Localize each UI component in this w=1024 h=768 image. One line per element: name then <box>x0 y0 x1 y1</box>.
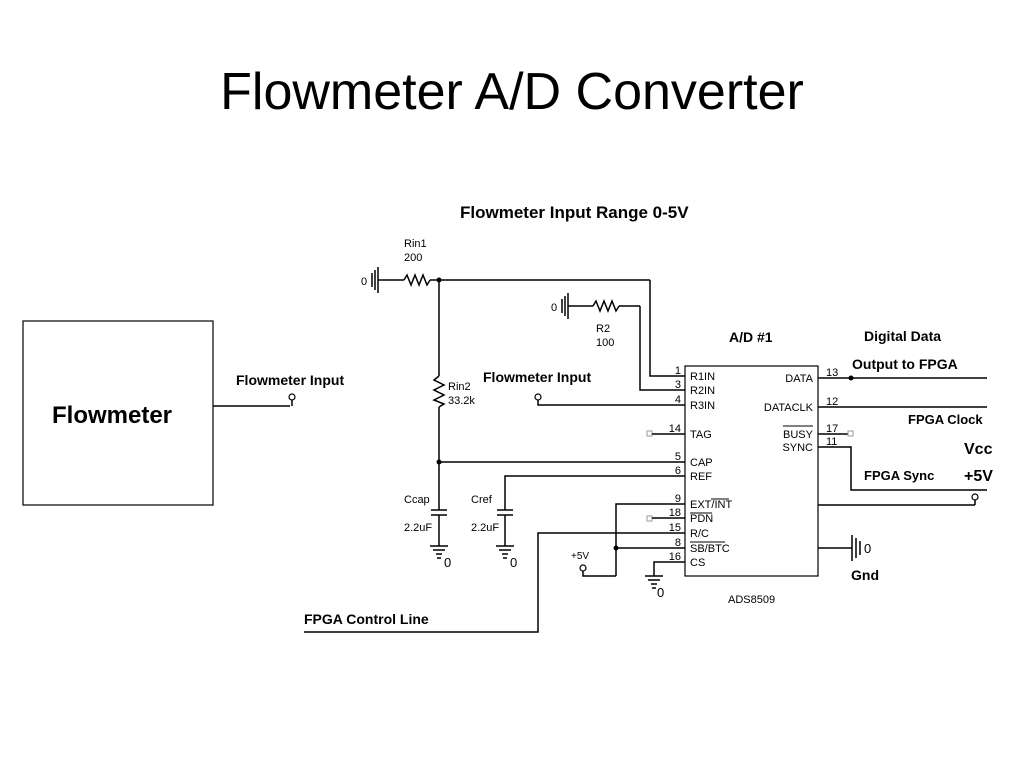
digital-data-label-1: Digital Data <box>864 328 941 344</box>
ccap-ground-label: 0 <box>444 555 451 570</box>
gnd-ground-icon <box>851 535 861 561</box>
adc-pin-number: 5 <box>675 451 681 463</box>
rin1-name: Rin1 <box>404 238 427 250</box>
adc-pin-number: 16 <box>669 551 681 563</box>
small-plus5v-terminal <box>579 564 587 572</box>
cref-ground-icon <box>496 545 514 559</box>
slide-title: Flowmeter A/D Converter <box>220 63 804 121</box>
flowmeter-input-label-mid: Flowmeter Input <box>483 369 591 385</box>
tag-open-terminal <box>646 430 653 437</box>
fpga-sync-label: FPGA Sync <box>864 468 934 483</box>
adc-pin-number: 14 <box>669 423 681 435</box>
adc-pin-name: SYNC <box>782 442 813 454</box>
adc-pin-number: 18 <box>669 507 681 519</box>
ccap-ground-icon <box>430 545 448 559</box>
r2-ground-label: 0 <box>551 302 557 314</box>
adc-pin-number: 6 <box>675 465 681 477</box>
adc-pin-name: PDN <box>690 513 713 525</box>
digital-data-label-2: Output to FPGA <box>852 356 958 372</box>
adc-pin-name: R3IN <box>690 400 715 412</box>
adc-pin-name: BUSY <box>783 429 814 441</box>
adc-pin-name: R/C <box>690 528 709 540</box>
ic-part-number: ADS8509 <box>728 594 775 606</box>
cref-value: 2.2uF <box>471 522 499 534</box>
fpga-clock-label: FPGA Clock <box>908 412 983 427</box>
adc-pin-name: CAP <box>690 457 713 469</box>
cs-ground-icon <box>645 575 663 589</box>
rin1-ground-icon <box>371 267 379 293</box>
adc-pin-name: CS <box>690 557 705 569</box>
adc-pin-number: 1 <box>675 365 681 377</box>
small-plus5v-label: +5V <box>571 551 589 562</box>
cref-ground-label: 0 <box>510 555 517 570</box>
plus5v-terminal <box>971 493 979 501</box>
ic-title: A/D #1 <box>729 329 773 345</box>
adc-pin-number: 8 <box>675 537 681 549</box>
r2-resistor <box>592 298 620 314</box>
flowmeter-input-label-left: Flowmeter Input <box>236 372 344 388</box>
adc-chip-body <box>684 365 819 577</box>
rin1-resistor <box>403 272 431 288</box>
adc-pin-name: EXT/INT <box>690 499 732 511</box>
gnd-label: Gnd <box>851 567 879 583</box>
adc-pin-name: R1IN <box>690 371 715 383</box>
rin1-value: 200 <box>404 252 422 264</box>
adc-pin-number: 9 <box>675 493 681 505</box>
ccap-name: Ccap <box>404 494 430 506</box>
rin1-ground-label: 0 <box>361 276 367 288</box>
ccap-value: 2.2uF <box>404 522 432 534</box>
fpga-control-label: FPGA Control Line <box>304 611 429 627</box>
adc-pin-name: REF <box>690 471 712 483</box>
adc-pin-number: 17 <box>826 423 838 435</box>
input-range-headline: Flowmeter Input Range 0-5V <box>460 203 689 222</box>
adc-pin-number: 15 <box>669 522 681 534</box>
adc-pin-number: 13 <box>826 367 838 379</box>
r2-value: 100 <box>596 337 614 349</box>
rin2-name: Rin2 <box>448 381 471 393</box>
rin2-value: 33.2k <box>448 395 475 407</box>
flowmeter-block-label: Flowmeter <box>52 402 172 429</box>
busy-open-terminal <box>847 430 854 437</box>
flowmeter-input-terminal <box>534 393 542 401</box>
adc-pin-number: 12 <box>826 396 838 408</box>
adc-pin-name: SB/BTC <box>690 543 730 555</box>
cref-name: Cref <box>471 494 493 506</box>
gnd-ground-label: 0 <box>864 541 871 556</box>
r2-ground-icon <box>561 293 569 319</box>
adc-pin-name: DATA <box>785 373 813 385</box>
adc-pin-number: 3 <box>675 379 681 391</box>
rin2-resistor <box>432 375 446 408</box>
adc-pin-name: DATACLK <box>764 402 814 414</box>
adc-pin-number: 11 <box>826 436 837 448</box>
adc-pin-number: 4 <box>675 394 681 406</box>
plus5v-label: +5V <box>964 468 993 485</box>
vcc-label: Vcc <box>964 441 993 458</box>
adc-pin-name: TAG <box>690 429 712 441</box>
adc-pin-name: R2IN <box>690 385 715 397</box>
pdn-open-terminal <box>646 515 653 522</box>
flowmeter-block <box>22 320 214 506</box>
r2-name: R2 <box>596 323 610 335</box>
flowmeter-output-terminal <box>288 393 296 401</box>
cs-ground-label: 0 <box>657 585 664 600</box>
